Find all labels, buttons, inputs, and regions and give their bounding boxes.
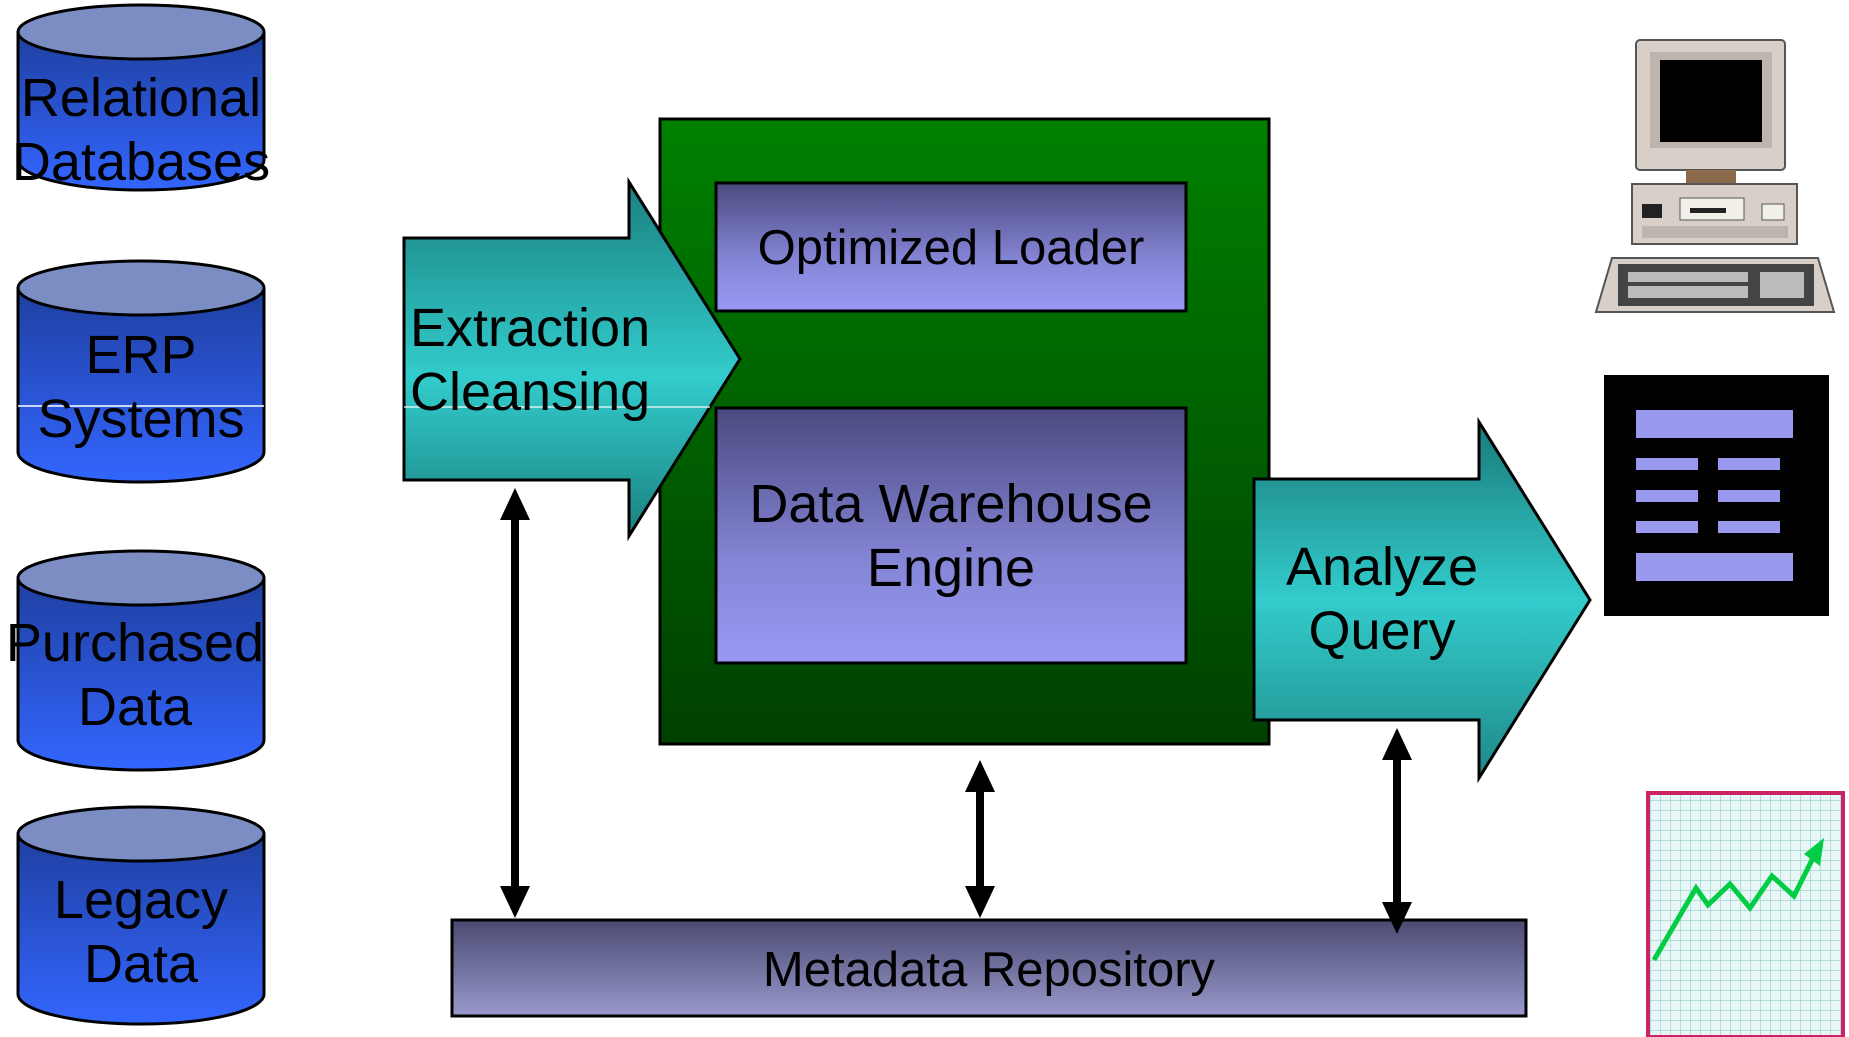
source-label-line: Systems <box>37 389 245 449</box>
data-warehouse-engine-box <box>714 406 1188 665</box>
source-label-purchased-data: Purchased Data <box>4 611 266 739</box>
connector-extraction-metadata <box>500 488 530 918</box>
cylinder-legacy-data <box>16 805 266 1026</box>
extraction-label-line: Extraction <box>410 298 651 358</box>
metadata-repository-text: Metadata Repository <box>762 943 1216 997</box>
extraction-arrow-label: Extraction Cleansing <box>410 296 660 424</box>
cylinder-purchased-data <box>16 549 266 772</box>
extraction-label-line: Cleansing <box>410 362 651 422</box>
report-icon <box>1604 375 1829 616</box>
extraction-arrow <box>402 176 742 542</box>
cylinder-relational-databases <box>16 3 266 192</box>
source-label-line: Databases <box>11 132 271 192</box>
cylinder-erp-systems <box>16 259 266 484</box>
source-label-line: Data <box>83 934 199 994</box>
source-label-line: Legacy <box>53 870 229 930</box>
connector-analyze-metadata <box>1382 728 1412 934</box>
optimized-loader-box <box>714 181 1188 313</box>
engine-label-line: Engine <box>866 538 1036 598</box>
data-warehouse-engine-label: Data Warehouse Engine <box>716 472 1186 600</box>
optimized-loader-label: Optimized Loader <box>716 218 1186 278</box>
metadata-repository-bar <box>450 918 1528 1018</box>
source-label-line: Purchased <box>5 613 265 673</box>
metadata-repository-label: Metadata Repository <box>452 940 1526 1000</box>
analyze-arrow-label: Analyze Query <box>1262 535 1502 663</box>
source-label-relational-databases: Relational Databases <box>10 66 272 194</box>
optimized-loader-text: Optimized Loader <box>757 221 1145 275</box>
source-label-line: Data <box>77 677 193 737</box>
connector-warehouse-metadata <box>965 760 995 918</box>
engine-label-line: Data Warehouse <box>749 474 1153 534</box>
analyze-arrow <box>1252 416 1592 784</box>
computer-icon <box>1594 39 1836 313</box>
source-label-legacy-data: Legacy Data <box>10 868 272 996</box>
analyze-label-line: Analyze <box>1285 537 1479 597</box>
analyze-label-line: Query <box>1308 601 1456 661</box>
source-label-line: Relational <box>20 68 262 128</box>
source-label-line: ERP <box>85 325 197 385</box>
source-label-erp-systems: ERP Systems <box>10 323 272 451</box>
chart-icon <box>1646 791 1845 1037</box>
